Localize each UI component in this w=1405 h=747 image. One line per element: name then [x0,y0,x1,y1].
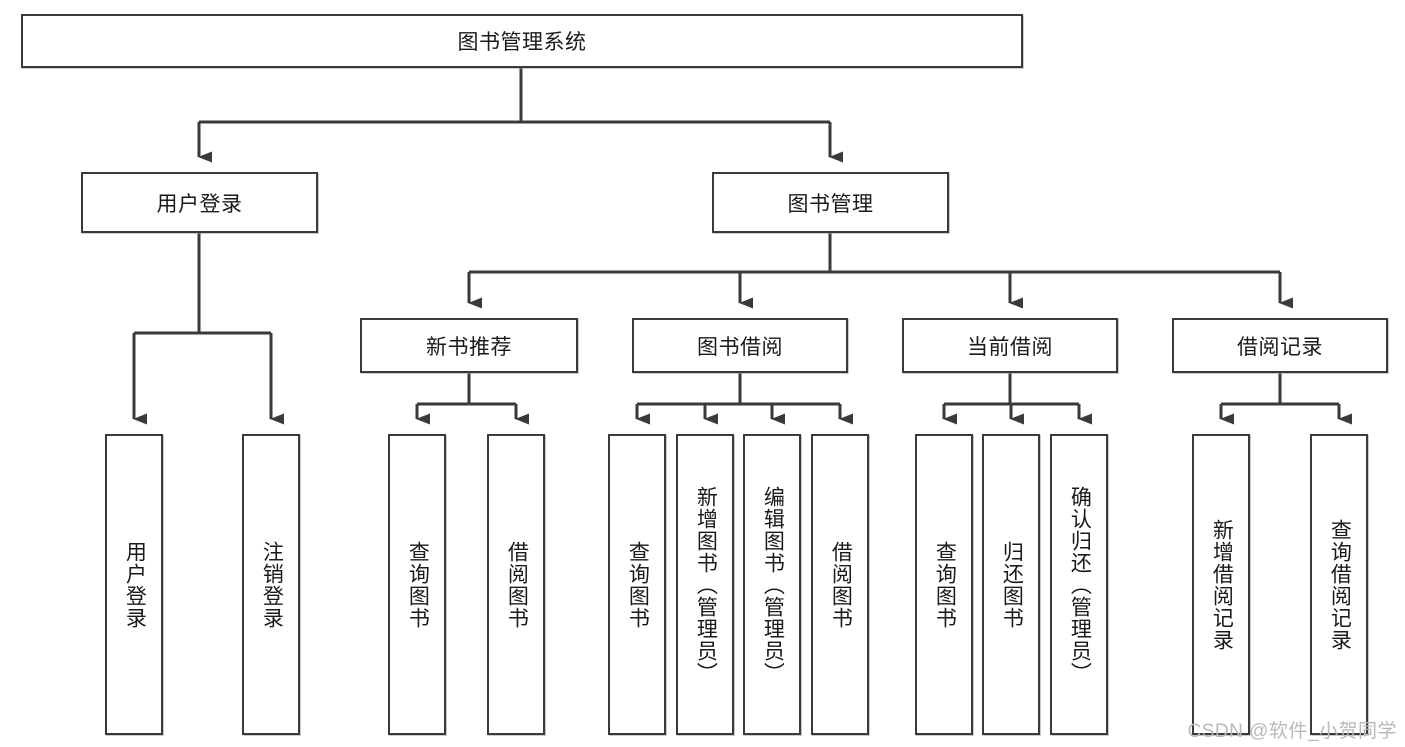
node-label: 查询图书 [406,540,430,629]
node-label: 注销登录 [260,540,284,629]
node-leaf-add-borrow-record[interactable]: 新增借阅记录 [1192,434,1250,735]
node-label: 图书管理 [787,192,874,216]
node-label: 借阅图书 [505,540,529,629]
node-leaf-query-book-borrow[interactable]: 查询图书 [608,434,666,735]
node-label: 图书借阅 [697,335,783,359]
node-book-borrow[interactable]: 图书借阅 [632,318,848,373]
node-label: 用户登录 [156,192,243,216]
node-leaf-add-book-admin[interactable]: 新增图书（管理员） [676,434,734,735]
node-label: 归还图书 [1000,540,1024,629]
node-label: 借阅图书 [829,540,853,629]
watermark-text: CSDN @软件_小贺同学 [1187,721,1397,742]
node-borrow-record[interactable]: 借阅记录 [1172,318,1388,373]
node-leaf-borrow-book[interactable]: 借阅图书 [811,434,869,735]
node-leaf-query-borrow-record[interactable]: 查询借阅记录 [1310,434,1368,735]
node-label: 查询图书 [626,540,650,629]
node-label: 查询借阅记录 [1328,518,1352,651]
node-label: 新增图书（管理员） [694,485,718,684]
node-label: 新书推荐 [426,335,512,359]
node-leaf-logout[interactable]: 注销登录 [242,434,300,735]
node-label: 新增借阅记录 [1210,518,1234,651]
node-label: 查询图书 [933,540,957,629]
node-leaf-edit-book-admin[interactable]: 编辑图书（管理员） [743,434,801,735]
node-current-borrow[interactable]: 当前借阅 [902,318,1118,373]
node-leaf-user-login[interactable]: 用户登录 [105,434,163,735]
node-label: 确认归还（管理员） [1068,485,1092,684]
node-leaf-query-book-recommend[interactable]: 查询图书 [388,434,446,735]
node-leaf-return-book[interactable]: 归还图书 [982,434,1040,735]
node-label: 用户登录 [123,540,147,629]
node-label: 借阅记录 [1237,335,1323,359]
node-leaf-query-book-current[interactable]: 查询图书 [915,434,973,735]
node-label: 编辑图书（管理员） [761,485,785,684]
node-label: 图书管理系统 [457,31,587,54]
node-label: 当前借阅 [967,335,1053,359]
node-new-book-recommend[interactable]: 新书推荐 [360,318,578,373]
node-user-login[interactable]: 用户登录 [81,172,318,233]
node-leaf-borrow-book-recommend[interactable]: 借阅图书 [487,434,545,735]
node-book-manage[interactable]: 图书管理 [712,172,949,233]
node-root[interactable]: 图书管理系统 [21,14,1023,68]
node-leaf-confirm-return-admin[interactable]: 确认归还（管理员） [1050,434,1108,735]
